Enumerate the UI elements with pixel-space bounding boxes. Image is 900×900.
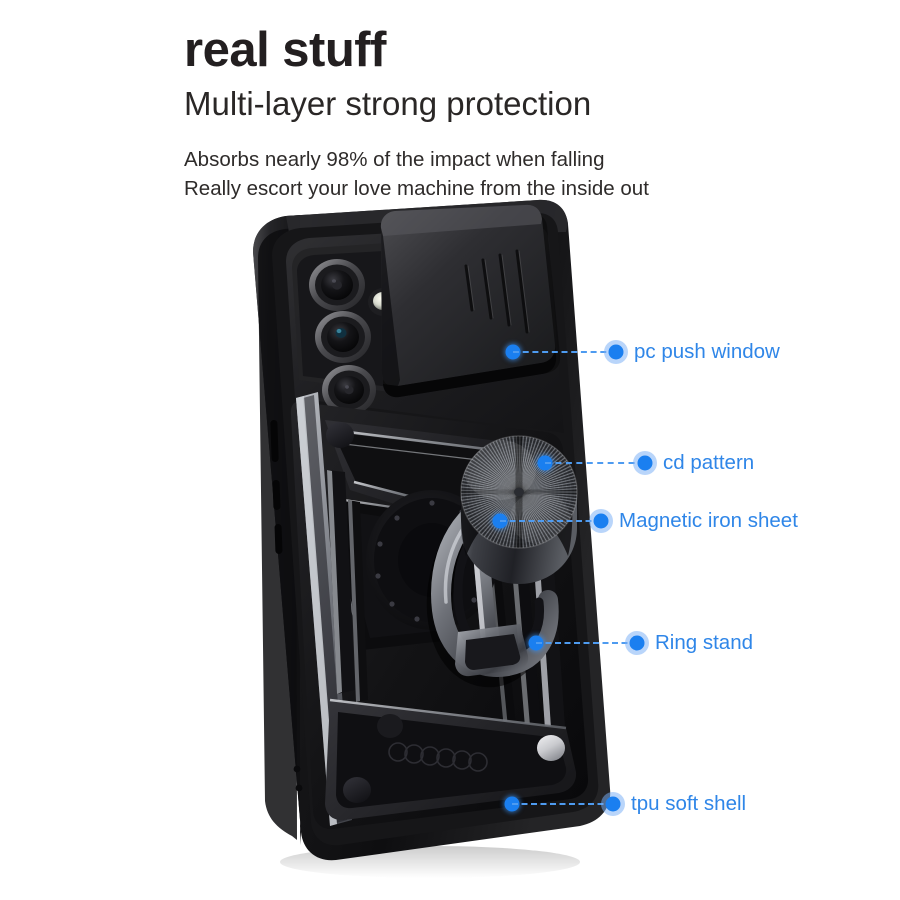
camera-flash xyxy=(368,288,398,316)
camera-lenses xyxy=(309,259,398,415)
body-line-2: Really escort your love machine from the… xyxy=(184,177,649,201)
callout-label-magnetic-iron-sheet: Magnetic iron sheet xyxy=(619,508,798,532)
camera-island xyxy=(292,243,412,395)
callout-label-ring-stand: Ring stand xyxy=(655,630,754,654)
pc-push-window xyxy=(380,204,561,398)
callout-end-dot-icon xyxy=(637,455,653,471)
callout-label-pc-push-window: pc push window xyxy=(634,339,780,363)
callout-leader-line xyxy=(545,462,645,464)
speaker-holes xyxy=(293,765,303,792)
page-title: real stuff xyxy=(184,23,386,77)
callout-leader-line xyxy=(536,642,637,644)
bumper-dot xyxy=(537,735,565,761)
callout-label-tpu-soft-shell: tpu soft shell xyxy=(631,791,747,815)
magnetic-iron-sheet xyxy=(366,490,498,630)
bumper-dot xyxy=(326,422,354,448)
callout-end-dot-icon xyxy=(629,635,645,651)
callout-end-dot-icon xyxy=(593,513,609,529)
callout-leader-line xyxy=(512,803,613,805)
page-subtitle: Multi-layer strong protection xyxy=(184,84,592,122)
cd-pattern-knob xyxy=(460,435,578,584)
honeycomb-texture xyxy=(388,742,488,772)
callout-end-dot-icon xyxy=(608,344,624,360)
cd-pattern-face xyxy=(461,436,577,548)
button-cutouts xyxy=(270,419,283,554)
bumper-dot xyxy=(512,439,540,465)
bumper-dot xyxy=(377,714,403,738)
body-line-1: Absorbs nearly 98% of the impact when fa… xyxy=(184,148,605,172)
phone-back-top xyxy=(286,224,564,433)
bumper-dot xyxy=(343,777,371,803)
callout-leader-line xyxy=(500,520,601,522)
callout-leader-line xyxy=(513,351,616,353)
heading-block: real stuff Multi-layer strong protection… xyxy=(184,24,649,203)
callout-end-dot-icon xyxy=(605,796,621,812)
tpu-soft-shell xyxy=(253,199,611,861)
callout-label-cd-pattern: cd pattern xyxy=(663,450,755,474)
